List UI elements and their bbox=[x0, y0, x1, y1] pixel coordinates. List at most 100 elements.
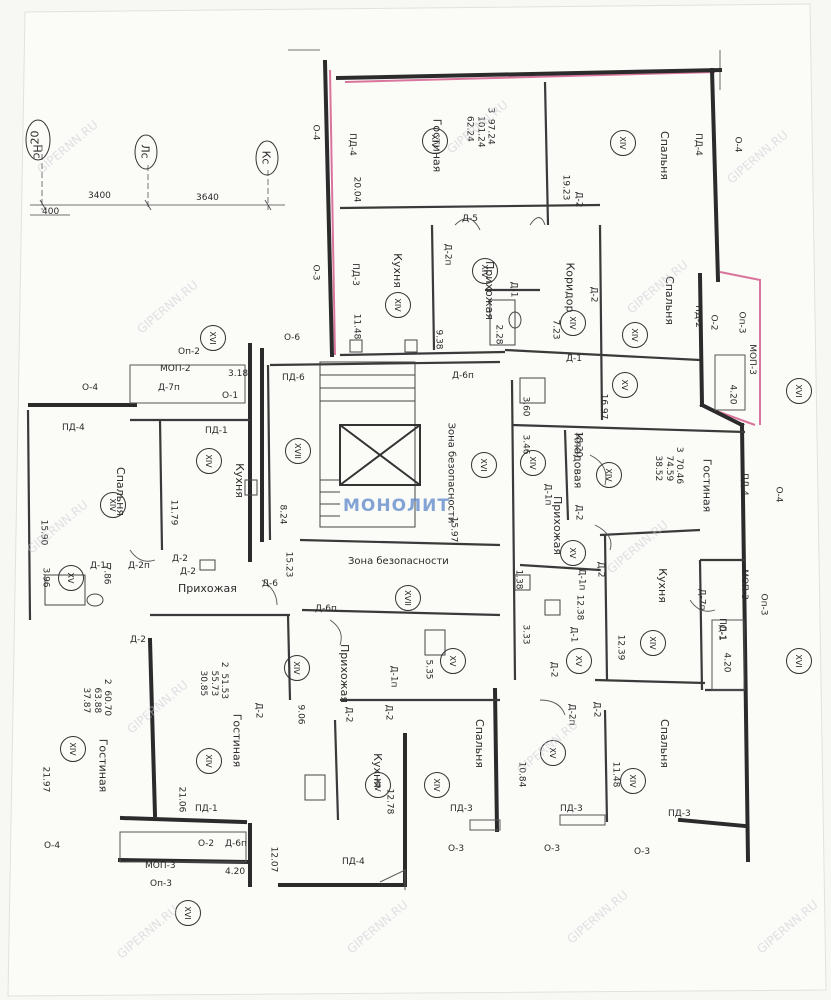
opening-tag: ПД-6 bbox=[282, 373, 305, 383]
finish-circle: XVI bbox=[786, 648, 812, 674]
finish-circle: XV bbox=[566, 648, 592, 674]
area-label: 5.35 bbox=[423, 659, 434, 680]
door-tag: Д-5 bbox=[462, 214, 479, 224]
window-tag: Оп-3 bbox=[150, 879, 172, 889]
room-hall-mid: Прихожая bbox=[337, 644, 351, 703]
common-area-tag: МОП-2 bbox=[160, 364, 191, 374]
window-tag: О-2 bbox=[708, 314, 719, 331]
window-tag: О-1 bbox=[716, 624, 727, 641]
area-label: 15.97 bbox=[448, 516, 459, 543]
area-label: 12.07 bbox=[268, 846, 279, 873]
finish-circle: XIV bbox=[196, 748, 222, 774]
room-bedroom-br: Спальня bbox=[657, 719, 671, 768]
finish-circle: XV bbox=[612, 372, 638, 398]
room-kitchen-left: Кухня bbox=[232, 463, 246, 498]
opening-tag: ПД-4 bbox=[738, 473, 749, 496]
dimension-400: 400 bbox=[42, 207, 60, 217]
finish-circle: XIV bbox=[422, 128, 448, 154]
window-tag: О-4 bbox=[773, 486, 784, 503]
window-tag: О-4 bbox=[44, 841, 61, 851]
area-label: 4.20 bbox=[727, 384, 738, 405]
area-label: 20.04 bbox=[351, 176, 362, 203]
finish-circle: XIV bbox=[596, 462, 622, 488]
door-tag: Д-6п bbox=[452, 371, 474, 381]
axis-label-nc: Нс bbox=[30, 144, 44, 159]
door-tag: Д-1 bbox=[568, 626, 579, 643]
finish-circle: XVII bbox=[395, 585, 421, 611]
area-label: 4.20 bbox=[225, 867, 246, 877]
axis-label-20: 20 bbox=[28, 130, 42, 145]
door-tag: Д-2 bbox=[343, 706, 354, 723]
area-label: 21.06 bbox=[176, 786, 187, 813]
finish-circle: XIV bbox=[385, 292, 411, 318]
door-tag: Д-1 bbox=[566, 354, 583, 364]
door-tag: Д-2 bbox=[573, 504, 584, 521]
axis-label-lc: Лс bbox=[138, 144, 152, 159]
opening-tag: ПД-4 bbox=[62, 423, 85, 433]
room-kitchen-right: Кухня bbox=[655, 568, 669, 603]
door-tag: Д-1п bbox=[388, 665, 399, 688]
area-label: 3.60 bbox=[520, 396, 531, 417]
window-tag: О-3 bbox=[544, 844, 561, 854]
area-label: 18.20 bbox=[573, 431, 584, 458]
dimension-3400: 3400 bbox=[88, 191, 111, 201]
axis-bubbles bbox=[25, 119, 279, 176]
area-label: 15.23 bbox=[283, 551, 294, 578]
room-bedroom-top: Спальня bbox=[657, 131, 671, 180]
door-tag: Д-2 bbox=[180, 567, 197, 577]
opening-tag: ПД-3 bbox=[668, 809, 691, 819]
opening-tag: ПД-3 bbox=[450, 804, 473, 814]
area-label: 16.97 bbox=[598, 393, 609, 420]
common-area-tag: МОП-3 bbox=[145, 861, 176, 871]
finish-circle: XIV bbox=[560, 310, 586, 336]
door-tag: Д-2п bbox=[442, 243, 453, 266]
finish-circle: XVI bbox=[786, 378, 812, 404]
finish-circle: XV bbox=[440, 648, 466, 674]
finish-circle: XVI bbox=[200, 325, 226, 351]
window-tag: О-3 bbox=[634, 847, 651, 857]
room-living-3b: Гостиная bbox=[700, 458, 714, 513]
common-area-tag: МОП-3 bbox=[746, 344, 757, 375]
opening-tag: ПД-1 bbox=[205, 426, 228, 436]
walls bbox=[28, 59, 751, 887]
balconies bbox=[119, 354, 746, 890]
finish-circle: XIV bbox=[520, 450, 546, 476]
area-label: 11.79 bbox=[168, 499, 179, 526]
window-tag: О-3 bbox=[310, 264, 321, 281]
door-tag: Д-2 bbox=[172, 554, 189, 564]
finish-circle: XIV bbox=[472, 258, 498, 284]
finish-circle: XIV bbox=[424, 772, 450, 798]
finish-circle: XIV bbox=[60, 736, 86, 762]
finish-circle: XV bbox=[58, 565, 84, 591]
finish-circle: XIV bbox=[196, 448, 222, 474]
area-label: 12.38 bbox=[574, 594, 585, 621]
opening-tag: ПД-4 bbox=[346, 133, 357, 156]
dimension-3640: 3640 bbox=[196, 193, 219, 203]
area-label: 21.97 bbox=[40, 766, 51, 793]
area-label: 1.38 bbox=[513, 569, 524, 590]
flat-summary-3-right: 3 70.46 74.59 38.52 bbox=[653, 446, 685, 485]
area-label: 8.24 bbox=[277, 504, 288, 525]
door-tag: Д-2 bbox=[548, 661, 559, 678]
opening-tag: ПД-4 bbox=[342, 857, 365, 867]
window-tag: О-2 bbox=[198, 839, 215, 849]
common-area-tag: МОП-3 bbox=[738, 569, 749, 600]
fixtures bbox=[44, 299, 561, 801]
finish-circle: XIV bbox=[100, 492, 126, 518]
door-tag: Д-1 bbox=[508, 281, 519, 298]
finish-circle: XV bbox=[560, 540, 586, 566]
door-tag: Д-6п bbox=[225, 839, 247, 849]
door-tag: Д-2 bbox=[588, 286, 599, 303]
window-tag: О-4 bbox=[310, 124, 321, 141]
door-swings bbox=[129, 217, 716, 716]
finish-circle: XIV bbox=[622, 322, 648, 348]
grid-axes bbox=[41, 145, 269, 210]
room-living-2: Гостиная bbox=[96, 738, 110, 793]
area-label: 11.48 bbox=[351, 313, 362, 340]
window-tag: О-6 bbox=[284, 333, 301, 343]
stairwell bbox=[319, 361, 416, 528]
finish-circle: XVII bbox=[285, 438, 311, 464]
area-label: 2.28 bbox=[493, 324, 504, 345]
axis-label-kc: Кс bbox=[259, 150, 273, 165]
